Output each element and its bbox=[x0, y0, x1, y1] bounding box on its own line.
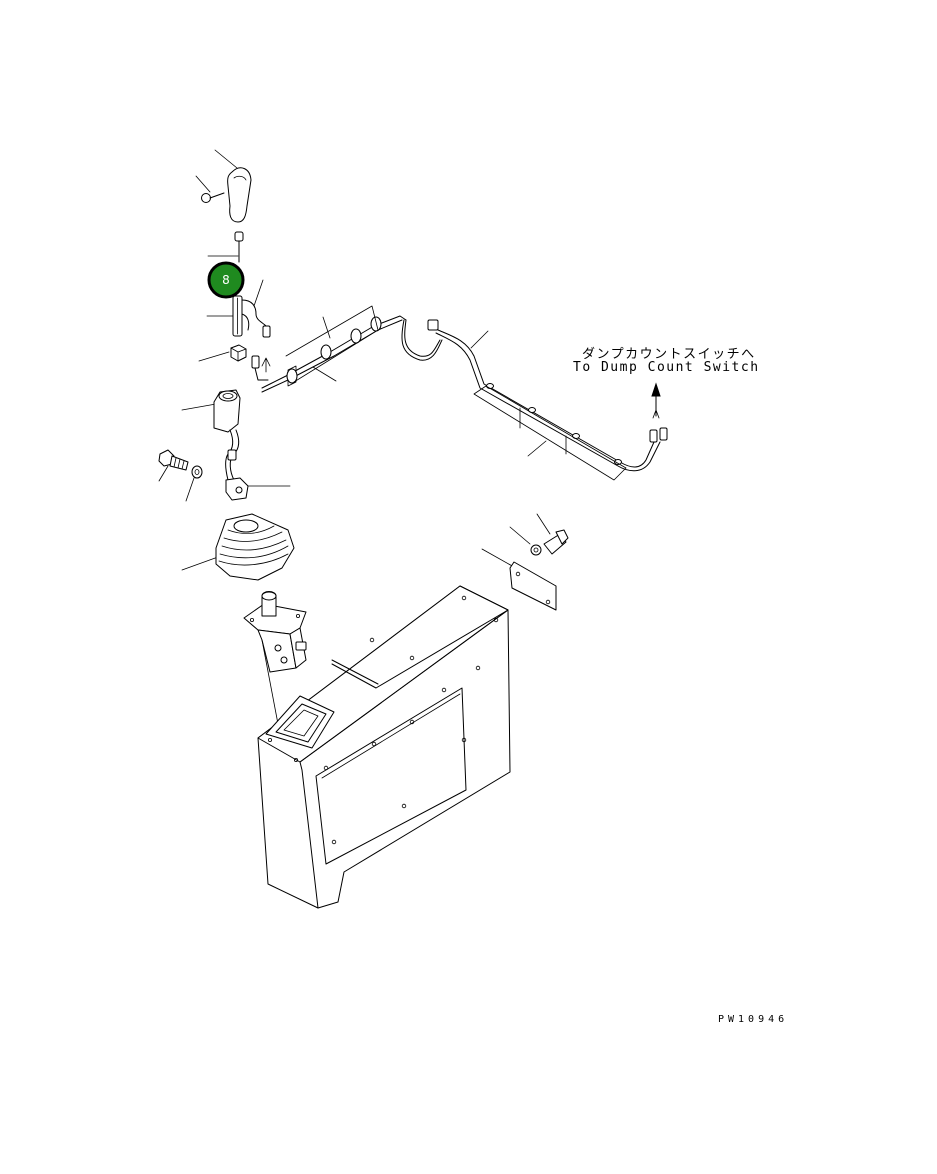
direction-arrow bbox=[651, 382, 661, 417]
leader-lines bbox=[158, 149, 551, 571]
bolt bbox=[158, 449, 189, 471]
callout-number[interactable]: 8 bbox=[222, 273, 230, 287]
lever-housing bbox=[213, 389, 241, 433]
lever-arm bbox=[225, 429, 249, 501]
lever-base bbox=[243, 591, 307, 673]
rubber-boot bbox=[215, 513, 295, 581]
lever-knob bbox=[227, 167, 252, 223]
bracket-bolt bbox=[530, 529, 569, 556]
drawing-code: PW10946 bbox=[718, 1014, 789, 1025]
switch-assembly bbox=[232, 295, 271, 381]
hex-nut bbox=[230, 344, 247, 362]
console-cover bbox=[257, 585, 511, 909]
pin bbox=[201, 192, 225, 203]
callout-marker[interactable] bbox=[207, 261, 245, 299]
wire-harness bbox=[261, 305, 668, 481]
top-nut bbox=[234, 231, 244, 263]
note-japanese: ダンプカウントスイッチへ bbox=[582, 347, 756, 362]
washer bbox=[191, 465, 203, 479]
bracket-plate bbox=[509, 561, 557, 611]
note-english: To Dump Count Switch bbox=[573, 360, 760, 375]
